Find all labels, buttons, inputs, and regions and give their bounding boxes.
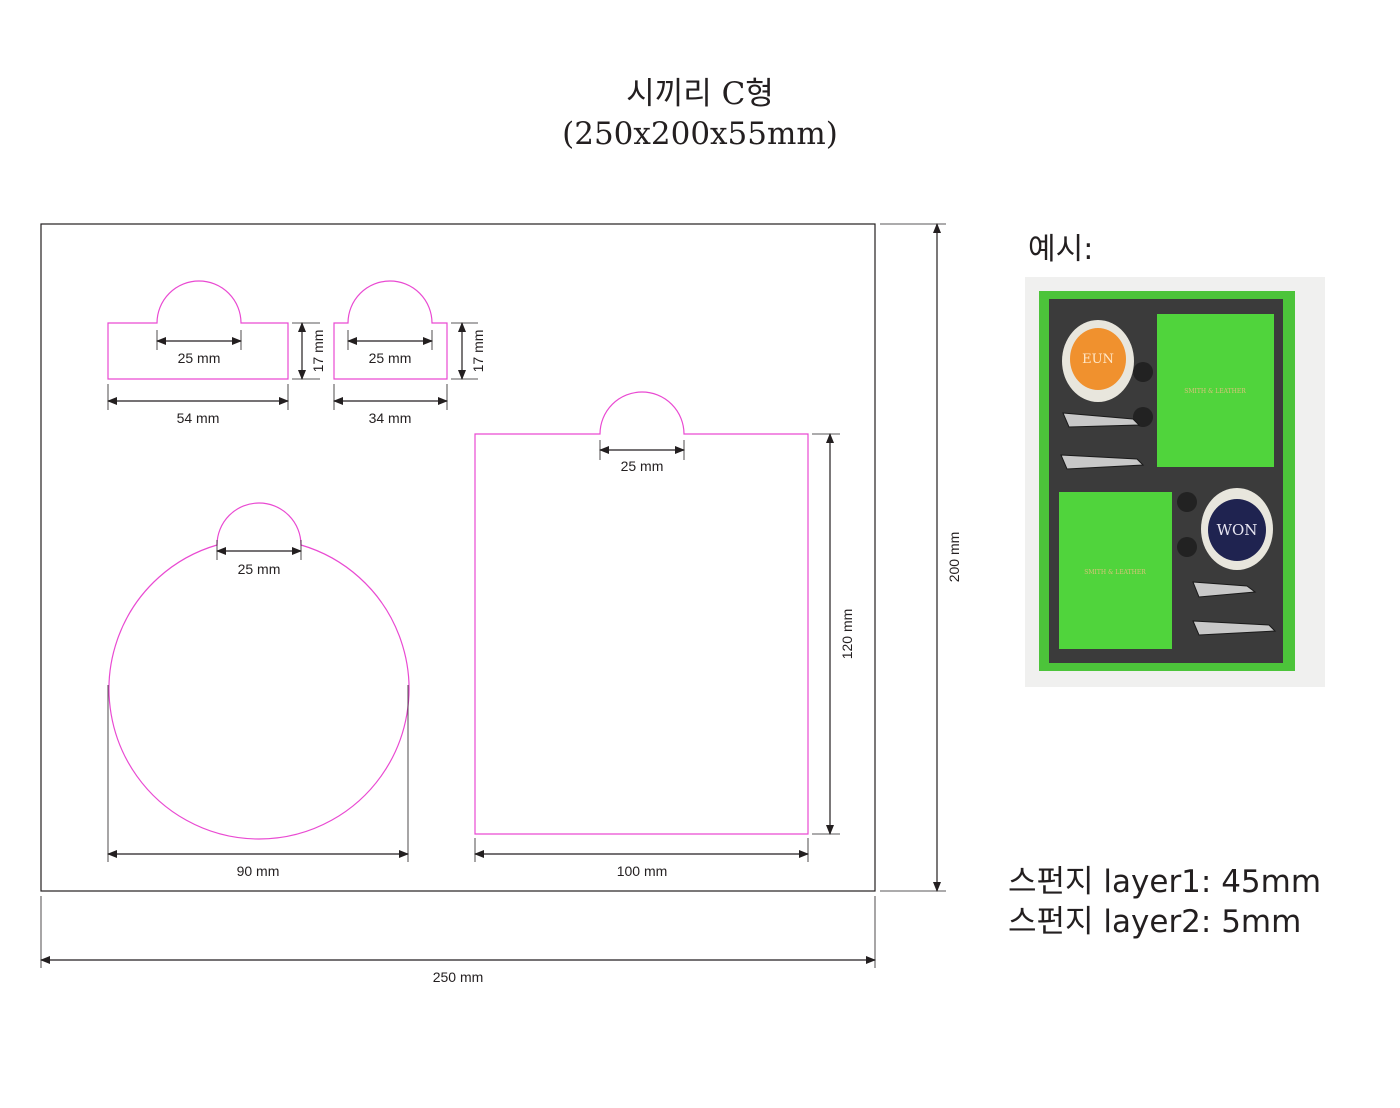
label-overall-width: 250 mm (433, 969, 484, 985)
photo-foam-hole (1133, 362, 1153, 382)
label-small2-height: 17 mm (470, 330, 486, 373)
photo-clip-4 (1192, 620, 1277, 636)
label-rect-width: 100 mm (617, 863, 668, 879)
photo-navy-tag-text: WON (1217, 521, 1258, 539)
drawing-title: 시끼리 C형 (250x200x55mm) (0, 74, 1400, 154)
photo-green-card-2-brand: SMITH & LEATHER (1084, 569, 1146, 576)
box-outline (40, 223, 876, 892)
photo-clip-2 (1060, 454, 1145, 470)
sponge-layer-specs: 스펀지 layer1: 45mm 스펀지 layer2: 5mm (1008, 862, 1321, 942)
example-photo: EUN WON SMITH & LEATHER SMITH & LEATHER (1025, 277, 1325, 687)
label-rect-height: 120 mm (839, 609, 855, 660)
photo-green-card-1 (1157, 314, 1274, 467)
sponge-layer-2: 스펀지 layer2: 5mm (1008, 904, 1302, 940)
title-line-size: (250x200x55mm) (562, 116, 838, 152)
photo-green-card-1-brand: SMITH & LEATHER (1184, 388, 1246, 395)
label-small1-height: 17 mm (310, 330, 326, 373)
label-small1-width: 54 mm (177, 410, 220, 426)
photo-foam-hole (1177, 492, 1197, 512)
photo-navy-tag (1208, 499, 1266, 561)
sponge-layer-1: 스펀지 layer1: 45mm (1008, 864, 1322, 900)
label-overall-height: 200 mm (946, 532, 962, 583)
photo-clip-3 (1192, 581, 1257, 598)
label-circle-diameter: 90 mm (237, 863, 280, 879)
photo-clip-1 (1062, 412, 1141, 428)
cutout-small-slot-2 (333, 280, 448, 380)
label-rect-notch: 25 mm (621, 458, 664, 474)
cutout-circle (108, 502, 410, 840)
photo-orange-tag-text: EUN (1082, 352, 1114, 367)
photo-orange-tag (1070, 328, 1126, 390)
label-small2-width: 34 mm (369, 410, 412, 426)
cutout-rectangle (474, 391, 809, 835)
photo-foam-hole (1177, 537, 1197, 557)
cutout-small-slot-1 (107, 280, 289, 380)
photo-foam-hole (1133, 407, 1153, 427)
dimension-lines (40, 223, 941, 964)
extension-lines (40, 223, 946, 968)
label-circle-notch: 25 mm (238, 561, 281, 577)
label-small1-notch: 25 mm (178, 350, 221, 366)
photo-green-card-2 (1059, 492, 1172, 649)
example-label: 예시: (1028, 232, 1094, 267)
label-small2-notch: 25 mm (369, 350, 412, 366)
title-line-name: 시끼리 C형 (626, 76, 774, 112)
